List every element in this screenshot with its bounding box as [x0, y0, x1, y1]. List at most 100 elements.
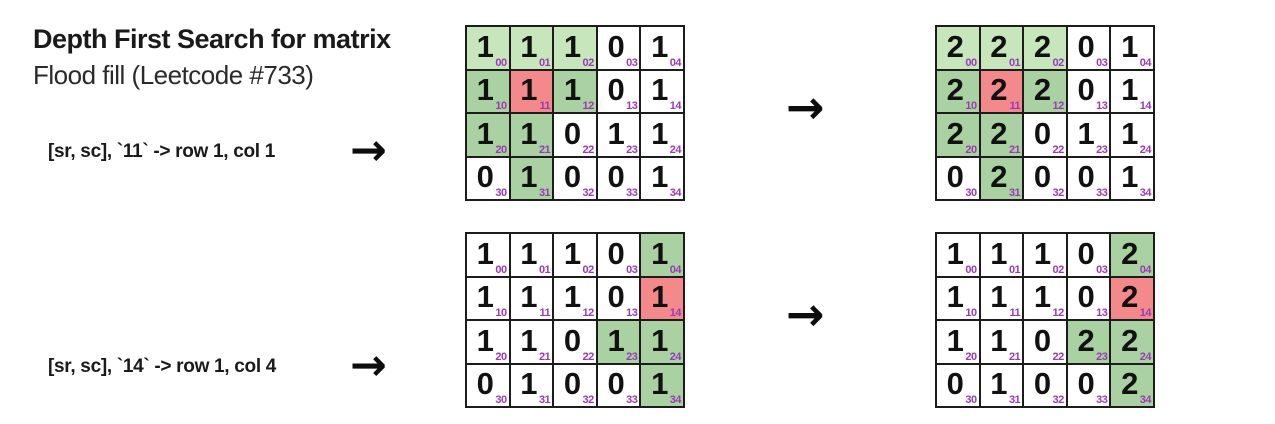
cell-value: 2 [1033, 28, 1051, 64]
cell-value: 2 [946, 28, 964, 64]
cell-index: 33 [1096, 394, 1108, 406]
cell-value: 2 [1121, 366, 1138, 402]
cell-value: 1 [520, 72, 537, 108]
cell-index: 31 [538, 394, 551, 406]
cell-index: 24 [669, 350, 682, 363]
cell-index: 31 [538, 187, 551, 199]
cell-value: 1 [651, 322, 668, 358]
cell-index: 14 [669, 100, 682, 112]
cell-value: 1 [651, 159, 668, 195]
cell-index: 31 [1008, 394, 1021, 406]
page-title: Depth First Search for matrix [33, 24, 391, 54]
cell-index: 03 [626, 56, 638, 69]
cell-value: 0 [563, 115, 581, 151]
cell-index: 04 [669, 263, 682, 276]
cell-index: 34 [669, 187, 682, 199]
cell-index: 33 [626, 394, 638, 406]
cell-index: 03 [626, 263, 638, 276]
cell-value: 1 [476, 235, 494, 271]
cell-value: 1 [476, 115, 494, 151]
cell-value: 1 [476, 72, 494, 108]
cell-value: 1 [1033, 235, 1051, 271]
cell-value: 1 [651, 366, 668, 402]
cell-index: 23 [1096, 143, 1108, 156]
cell-index: 21 [1008, 143, 1021, 156]
cell-index: 01 [1008, 56, 1021, 69]
cell-value: 0 [946, 159, 964, 195]
cell-value: 0 [1033, 115, 1051, 151]
cell-value: 2 [1121, 279, 1138, 315]
cell-value: 0 [1077, 279, 1094, 315]
cell-index: 13 [626, 100, 638, 112]
cell-index: 24 [1139, 143, 1152, 156]
cell-value: 1 [990, 279, 1007, 315]
cell-index: 32 [582, 187, 595, 199]
cell-value: 2 [990, 28, 1007, 64]
cell-value: 1 [1121, 115, 1138, 151]
cell-index: 14 [1139, 307, 1152, 319]
cell-value: 1 [520, 366, 537, 402]
cell-value: 0 [1077, 72, 1094, 108]
cell-value: 1 [651, 72, 668, 108]
cell-value: 0 [563, 366, 581, 402]
cell-value: 0 [607, 159, 624, 195]
cell-index: 12 [1052, 100, 1065, 112]
cell-value: 1 [520, 235, 537, 271]
cell-value: 0 [1077, 28, 1094, 64]
cell-value: 1 [1121, 28, 1138, 64]
page-subtitle: Flood fill (Leetcode #733) [33, 60, 314, 91]
cell-value: 2 [1121, 322, 1138, 358]
right-arrow-icon: → [786, 80, 825, 134]
example-2-label: [sr, sc], `14` -> row 1, col 4 [48, 356, 277, 377]
cell-index: 13 [1096, 100, 1108, 112]
cell-value: 0 [1033, 159, 1051, 195]
cell-value: 0 [476, 159, 494, 195]
cell-index: 11 [539, 100, 551, 112]
cell-index: 23 [626, 350, 638, 363]
cell-value: 1 [1077, 115, 1094, 151]
cell-value: 2 [1033, 72, 1051, 108]
cell-index: 11 [1009, 100, 1021, 112]
cell-value: 0 [476, 366, 494, 402]
cell-value: 1 [946, 235, 964, 271]
cell-value: 1 [520, 115, 537, 151]
cell-index: 32 [1052, 187, 1065, 199]
cell-index: 30 [965, 187, 977, 199]
cell-value: 0 [607, 366, 624, 402]
cell-index: 24 [1139, 350, 1152, 363]
cell-index: 02 [1052, 263, 1065, 276]
cell-index: 13 [1096, 307, 1108, 319]
cell-index: 00 [495, 56, 507, 69]
